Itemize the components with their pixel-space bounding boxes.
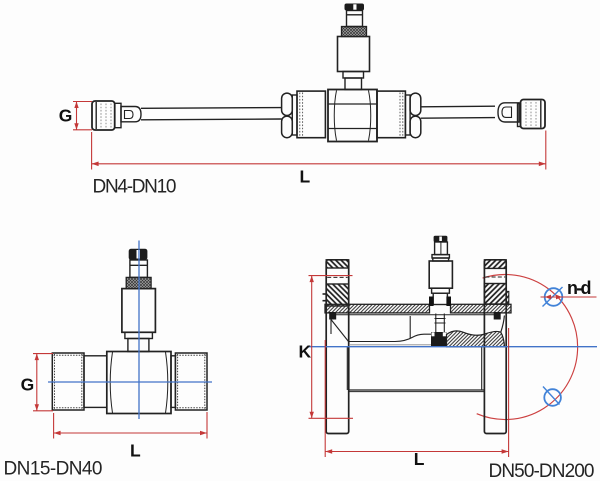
svg-text:L: L bbox=[300, 167, 311, 187]
svg-text:n-d: n-d bbox=[567, 278, 592, 298]
svg-text:DN4-DN10: DN4-DN10 bbox=[93, 177, 177, 198]
svg-text:L: L bbox=[130, 441, 141, 461]
svg-text:DN50-DN200: DN50-DN200 bbox=[489, 461, 595, 481]
svg-text:G: G bbox=[59, 106, 73, 126]
svg-text:K: K bbox=[299, 342, 312, 362]
svg-text:DN15-DN40: DN15-DN40 bbox=[4, 459, 103, 480]
svg-text:L: L bbox=[414, 449, 425, 469]
svg-text:G: G bbox=[21, 375, 35, 395]
